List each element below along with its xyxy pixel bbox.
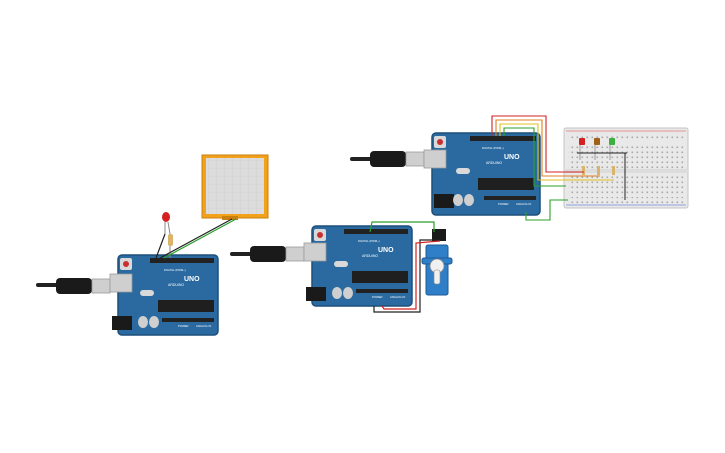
touch-sensor-pad[interactable]: [201, 154, 269, 220]
micro-servo[interactable]: [421, 229, 453, 296]
arduino-board-left[interactable]: UNO ARDUINO DIGITAL (PWM~) POWER ANALOG …: [109, 254, 219, 336]
board-middle-logo: UNO: [378, 247, 394, 254]
red-led[interactable]: [162, 212, 171, 235]
board-middle-analog-label: ANALOG IN: [390, 295, 405, 299]
arduino-board-right[interactable]: UNO ARDUINO DIGITAL (PWM~) POWER ANALOG …: [423, 132, 541, 216]
led-red[interactable]: [579, 138, 585, 145]
board-right-analog-label: ANALOG IN: [516, 202, 531, 206]
wires-middle[interactable]: [369, 221, 441, 313]
usb-cable-right[interactable]: [350, 151, 425, 167]
board-left-logo: UNO: [184, 276, 200, 283]
board-right-power-label: POWER: [498, 202, 509, 206]
traffic-leds[interactable]: [577, 138, 627, 200]
board-middle-digital-label: DIGITAL (PWM~): [358, 239, 380, 243]
board-left-digital-label: DIGITAL (PWM~): [164, 268, 186, 272]
board-left-brand: ARDUINO: [168, 283, 184, 287]
arduino-board-middle[interactable]: UNO ARDUINO DIGITAL (PWM~) POWER ANALOG …: [303, 225, 413, 307]
board-right-digital-label: DIGITAL (PWM~): [482, 146, 504, 150]
board-middle-brand: ARDUINO: [362, 254, 378, 258]
usb-cable-middle[interactable]: [230, 246, 305, 262]
led-orange[interactable]: [594, 138, 600, 145]
wires-right[interactable]: [491, 115, 614, 221]
board-right-logo: UNO: [504, 154, 520, 161]
board-middle-power-label: POWER: [372, 295, 383, 299]
board-left-analog-label: ANALOG IN: [196, 324, 211, 328]
board-left-power-label: POWER: [178, 324, 189, 328]
led-green[interactable]: [609, 138, 615, 145]
board-right-brand: ARDUINO: [486, 161, 502, 165]
wires-left[interactable]: [155, 218, 237, 259]
usb-cable-left[interactable]: [36, 278, 111, 294]
